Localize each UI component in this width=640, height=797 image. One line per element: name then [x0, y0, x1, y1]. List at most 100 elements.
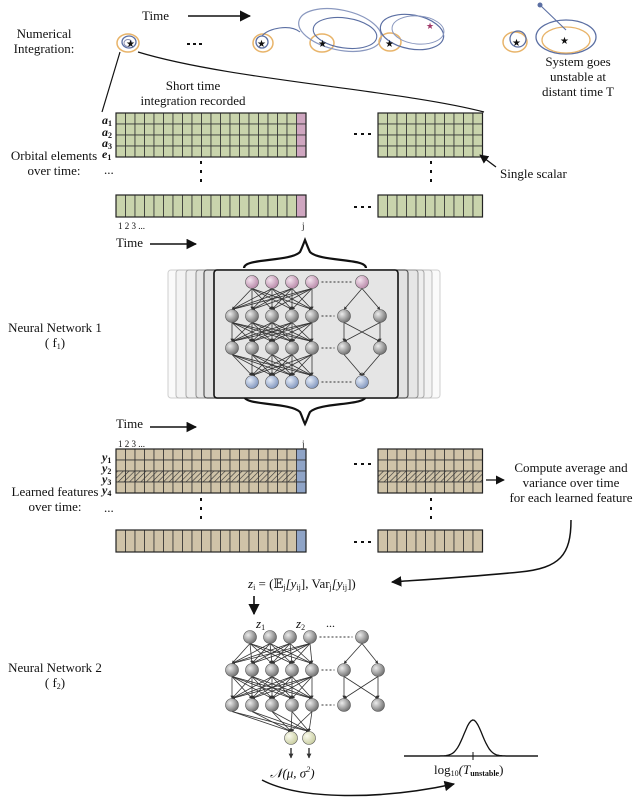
grid-cell: [425, 448, 436, 461]
grid-cell: [115, 123, 126, 136]
nn-edge: [291, 288, 313, 310]
orbital-elements-label: Orbital elements over time:: [0, 148, 108, 178]
dot: [354, 541, 357, 543]
grid-cell: [425, 112, 436, 125]
nn-edges: [230, 643, 380, 733]
row-label-y4-sub: 4: [107, 489, 112, 498]
z-expect-sub: j: [283, 583, 286, 592]
grid-cell: [220, 145, 231, 158]
log-sub: 10: [450, 769, 459, 778]
grid-cell: [396, 448, 407, 461]
grid-cell: [267, 448, 278, 461]
grid-cell: [210, 134, 221, 147]
z2-label: z2: [296, 616, 305, 635]
grid-cell: [434, 459, 445, 472]
grid-border: [377, 529, 484, 553]
vertical-dots-features: [200, 498, 432, 519]
z-close: ]): [347, 576, 356, 591]
grid-cell: [277, 112, 288, 125]
nn-edge: [291, 711, 310, 732]
grid-cell: [472, 459, 483, 472]
grid-cell: [267, 459, 278, 472]
grid-cell: [377, 448, 388, 461]
log-text: log: [434, 762, 451, 777]
nn-node: [265, 275, 279, 289]
grid-cell: [406, 112, 417, 125]
grid-cell: [191, 470, 202, 483]
orbital-grid-main-left: [115, 112, 307, 158]
row-label-y2-sub: 2: [107, 467, 112, 476]
grid-cell: [220, 112, 231, 125]
numerical-integration-line-1: Numerical: [16, 26, 72, 41]
grid-cell: [248, 112, 259, 125]
grid-cell: [396, 459, 407, 472]
numerical-integration-line-2: Integration:: [13, 41, 75, 56]
grid-cell: [239, 448, 250, 461]
nn2-line-1: Neural Network 2: [8, 660, 102, 675]
nn-edge: [361, 643, 379, 664]
row-label-e1: e1: [102, 148, 111, 164]
zoom-line-right: [137, 51, 485, 113]
grid-cell: [239, 481, 250, 494]
nn-edge: [231, 354, 253, 376]
grid-cell: [415, 123, 426, 136]
grid-cell: [258, 470, 269, 483]
nn-edge: [343, 354, 363, 376]
grid-cell: [463, 448, 474, 461]
numerical-integration-label: Numerical Integration:: [4, 26, 84, 56]
zoom-line-left: [101, 51, 121, 113]
grid-cell: [210, 529, 221, 553]
learned-features-line-1: Learned features: [11, 484, 99, 499]
grid-cell: [277, 134, 288, 147]
grid-cell: [220, 448, 231, 461]
grid-cell: [258, 459, 269, 472]
grid-cell: [115, 481, 126, 494]
grid-cell: [286, 123, 297, 136]
log-arg: (T: [458, 762, 471, 777]
feature-grid-main-right: [377, 448, 484, 494]
compute-line-3: for each learned feature: [509, 490, 633, 505]
grid-cell: [453, 194, 464, 218]
row-label-y1-sub: 1: [107, 456, 112, 465]
grid-cell: [153, 123, 164, 136]
grid-cell: [182, 459, 193, 472]
grid-cell: [172, 481, 183, 494]
nn-edge: [289, 711, 293, 732]
grid-cell: [210, 470, 221, 483]
grid-cell: [210, 145, 221, 158]
nn-edge: [231, 643, 291, 665]
grid-cell: [377, 459, 388, 472]
grid-cell: [463, 470, 474, 483]
nn-edge: [343, 288, 363, 310]
svg-text:★: ★: [257, 39, 266, 50]
grid-cell: [387, 145, 398, 158]
grid-cell: [415, 470, 426, 483]
grid-cell: [210, 481, 221, 494]
nn-edge: [231, 711, 292, 733]
grid-cell: [472, 470, 483, 483]
grid-cell: [267, 145, 278, 158]
grid-cell: [125, 481, 136, 494]
grid-cell: [125, 194, 136, 218]
grid-cell: [144, 459, 155, 472]
grid-cell: [396, 194, 407, 218]
z-y1-sub: ij: [296, 583, 301, 592]
grid-cell: [153, 481, 164, 494]
grid-cell: [387, 123, 398, 136]
dot: [368, 206, 371, 208]
grid-cell: [115, 194, 126, 218]
grid-cell: [153, 134, 164, 147]
nn-edge: [231, 676, 293, 700]
nn-node: [263, 630, 277, 644]
grid-cell: [248, 459, 259, 472]
grid-cell: [434, 470, 445, 483]
grid-cell: [267, 481, 278, 494]
orbit-system-4: ★ ★: [502, 2, 597, 55]
row-label-a1-var: a: [102, 113, 108, 127]
row-label-a2-sub: 2: [108, 131, 112, 140]
nn-edge: [231, 322, 273, 342]
grid-cell: [406, 529, 417, 553]
grid-cell: [415, 481, 426, 494]
grid-cell: [377, 529, 388, 553]
